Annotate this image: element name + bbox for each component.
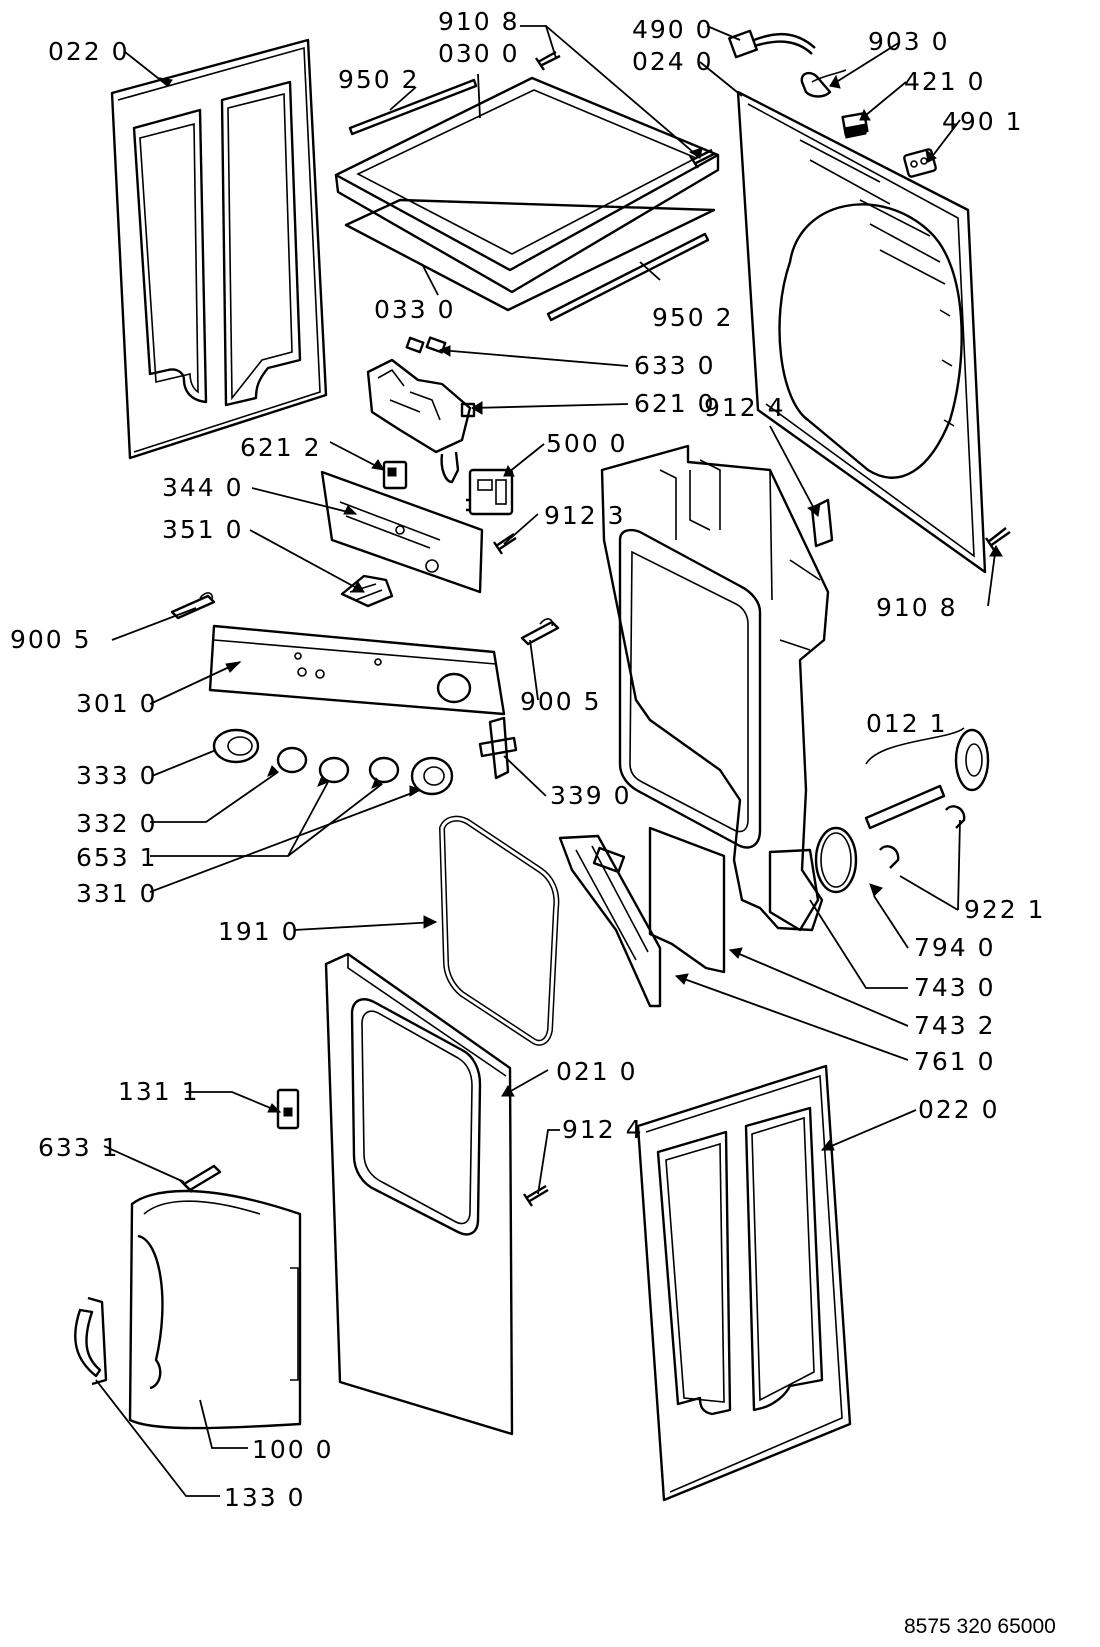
label-024-0: 024 0 (632, 47, 714, 76)
label-761-0: 761 0 (914, 1047, 996, 1076)
socket-connector (903, 148, 937, 178)
label-633-0: 633 0 (634, 351, 716, 380)
label-490-0: 490 0 (632, 15, 714, 44)
label-133-0: 133 0 (224, 1483, 306, 1512)
control-panel (208, 624, 506, 716)
label-490-1: 490 1 (942, 107, 1024, 136)
label-912-4-bottom: 912 4 (562, 1115, 644, 1144)
label-344-0: 344 0 (162, 473, 244, 502)
label-333-0: 333 0 (76, 761, 158, 790)
knob-shaft (340, 574, 394, 608)
timer-module (466, 468, 514, 516)
arrowheads (158, 74, 1003, 1151)
label-339-0: 339 0 (550, 781, 632, 810)
label-912-3: 912 3 (544, 501, 626, 530)
label-331-0: 331 0 (76, 879, 158, 908)
label-794-0: 794 0 (914, 933, 996, 962)
side-panel-bottom-right (636, 1064, 852, 1502)
label-030-0: 030 0 (438, 39, 520, 68)
retaining-clips (879, 805, 966, 869)
door-handle (74, 1296, 108, 1386)
label-332-0: 332 0 (76, 809, 158, 838)
label-022-0-top: 022 0 (48, 37, 130, 66)
label-500-0: 500 0 (546, 429, 628, 458)
label-191-0: 191 0 (218, 917, 300, 946)
front-panel (324, 952, 514, 1436)
door-gasket (439, 815, 560, 1046)
label-922-1: 922 1 (964, 895, 1046, 924)
leader-lines (95, 25, 997, 1497)
knob-parts (212, 728, 454, 796)
label-743-0: 743 0 (914, 973, 996, 1002)
suppressor-filter (841, 112, 869, 139)
document-code: 8575 320 65000 (904, 1615, 1056, 1638)
part-labels: 022 0 910 8 030 0 490 0 024 0 903 0 950 … (10, 7, 1056, 1638)
label-653-1: 653 1 (76, 843, 158, 872)
label-912-4-top: 912 4 (704, 393, 786, 422)
label-351-0: 351 0 (162, 515, 244, 544)
back-panel (736, 90, 987, 574)
label-012-1: 012 1 (866, 709, 948, 738)
label-621-0: 621 0 (634, 389, 716, 418)
door-hinge (276, 1088, 300, 1130)
label-910-8-right: 910 8 (876, 593, 958, 622)
front-bulkhead-assembly (600, 444, 834, 932)
label-950-2-bottom: 950 2 (652, 303, 734, 332)
cable-clamp (800, 69, 847, 98)
control-electronics (366, 336, 476, 484)
cross-clip (478, 716, 518, 780)
side-panel-top-left (110, 38, 328, 460)
label-301-0: 301 0 (76, 689, 158, 718)
filter-drawer (558, 834, 662, 1008)
power-cord (728, 29, 816, 59)
screw-icon-912-4 (523, 1184, 549, 1207)
label-900-5-left: 900 5 (10, 625, 92, 654)
small-switch (382, 460, 408, 490)
filter-plate (648, 826, 726, 974)
door-sensor (179, 1164, 222, 1193)
rail-strips (348, 78, 710, 322)
seal-ring (814, 826, 858, 894)
control-bracket (320, 470, 484, 594)
air-duct (768, 848, 820, 932)
label-903-0: 903 0 (868, 27, 950, 56)
label-950-2-top: 950 2 (338, 65, 420, 94)
label-743-2: 743 2 (914, 1011, 996, 1040)
label-421-0: 421 0 (904, 67, 986, 96)
screw-icon-912-3 (493, 533, 517, 555)
label-022-0-bottom: 022 0 (918, 1095, 1000, 1124)
clip-parts (170, 592, 560, 646)
label-900-5-right: 900 5 (520, 687, 602, 716)
label-033-0: 033 0 (374, 295, 456, 324)
top-plate (344, 198, 716, 312)
label-100-0: 100 0 (252, 1435, 334, 1464)
label-910-8-top: 910 8 (438, 7, 520, 36)
label-633-1: 633 1 (38, 1133, 120, 1162)
roller-shaft (864, 727, 990, 830)
screw-icons (535, 50, 1011, 551)
label-621-2: 621 2 (240, 433, 322, 462)
label-131-1: 131 1 (118, 1077, 200, 1106)
door-assembly (128, 1189, 302, 1430)
label-021-0: 021 0 (556, 1057, 638, 1086)
